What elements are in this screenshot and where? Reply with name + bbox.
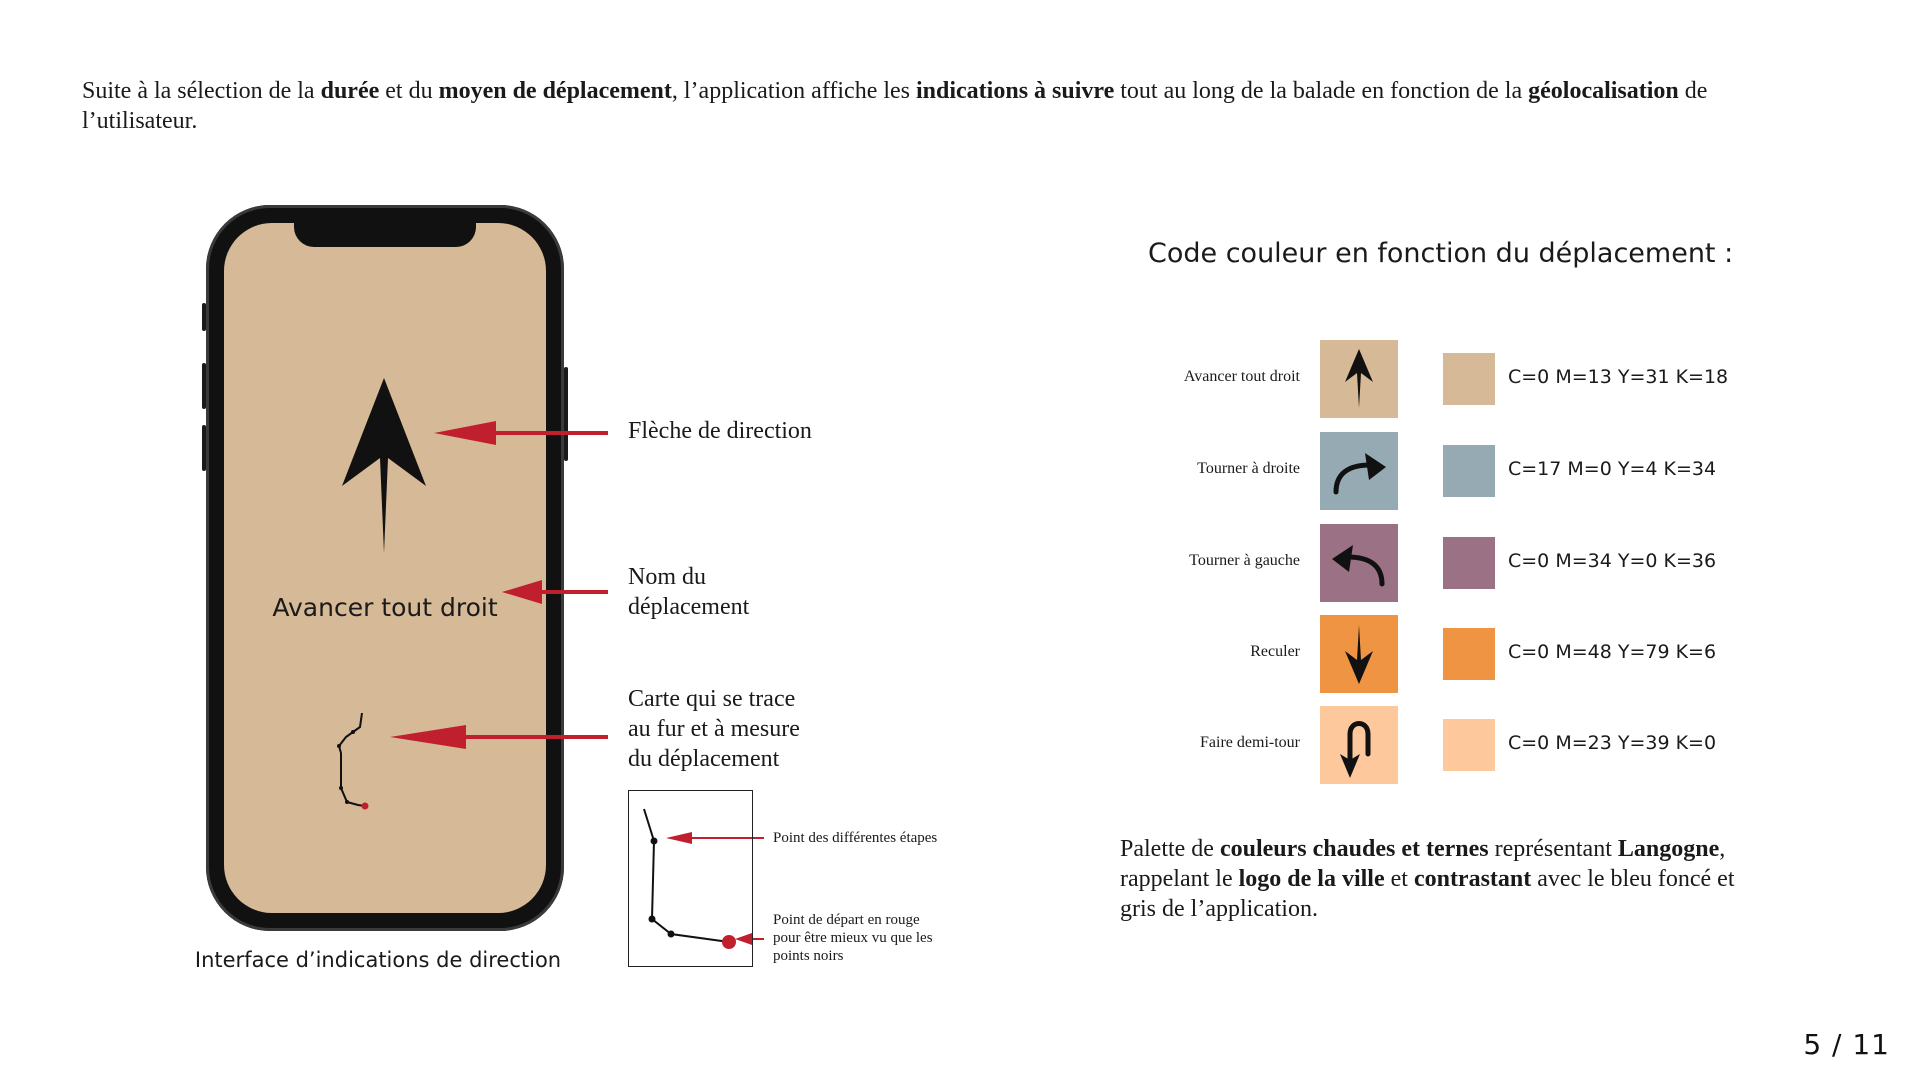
phone-mockup: Avancer tout droit [202,205,568,931]
arrow-down-icon [1345,625,1373,684]
mini-map-trace [643,808,736,949]
mini-map-detail [628,790,753,967]
callout-arrow-name [502,580,608,604]
page-number: 5 / 11 [1803,1028,1890,1061]
legend-icon-tile [1320,524,1398,602]
legend-row-forward: Avancer tout droit C=0 M=13 Y=31 K=18 [1100,340,1750,418]
route-step-point [339,786,343,790]
legend-cmyk-value: C=0 M=34 Y=0 K=36 [1508,550,1717,572]
legend-row-turn-left: Tourner à gauche C=0 M=34 Y=0 K=36 [1100,524,1750,602]
legend-color-swatch [1443,537,1495,589]
legend-movement-name: Tourner à droite [1197,460,1300,477]
phone-side-button [202,303,206,331]
phone-screen: Avancer tout droit [224,223,546,913]
phone-caption: Interface d’indications de direction [194,948,562,972]
legend-cmyk-value: C=17 M=0 Y=4 K=34 [1508,458,1717,480]
arrow-turn-right-icon [1333,453,1386,495]
mini-map-step-point [667,930,675,938]
route-map-trace [337,713,369,810]
legend-title: Code couleur en fonction du déplacement … [1148,238,1734,269]
route-start-point [361,802,369,810]
route-step-point [345,800,349,804]
legend-icon-tile [1320,340,1398,418]
mini-map-note-steps: Point des différentes étapes [773,830,938,846]
mini-map-step-point [650,837,658,845]
callout-label-movement-name: Nom du déplacement [628,564,750,620]
legend-cmyk-value: C=0 M=48 Y=79 K=6 [1508,641,1717,663]
legend-row-u-turn: Faire demi-tour C=0 M=23 Y=39 K=0 [1100,706,1750,784]
arrow-up-icon [342,378,426,553]
arrow-up-icon [1345,349,1373,408]
legend-row-turn-right: Tourner à droite C=17 M=0 Y=4 K=34 [1100,432,1750,510]
palette-description: Palette de couleurs chaudes et ternes re… [1120,836,1735,922]
arrow-turn-left-icon [1332,545,1385,587]
phone-power-button [564,367,568,461]
legend-color-swatch [1443,353,1495,405]
phone-volume-up-button [202,363,206,409]
intro-paragraph: Suite à la sélection de la durée et du m… [82,78,1708,134]
route-step-point [337,744,341,748]
legend-movement-name: Reculer [1250,643,1300,660]
legend-movement-name: Avancer tout droit [1183,368,1300,385]
legend-cmyk-value: C=0 M=23 Y=39 K=0 [1508,732,1717,754]
phone-notch [294,223,476,247]
legend-color-swatch [1443,445,1495,497]
mini-map-arrow-steps [666,832,764,844]
legend-color-swatch [1443,719,1495,771]
callout-label-map: Carte qui se trace au fur et à mesure du… [628,686,800,772]
legend-icon-tile [1320,615,1398,693]
legend-icon-tile [1320,706,1398,784]
mini-map-note-start: Point de départ en rouge pour être mieux… [773,912,933,964]
mini-map-step-point [648,915,656,923]
callout-arrow-direction [434,421,608,445]
legend-row-reverse: Reculer C=0 M=48 Y=79 K=6 [1100,615,1750,693]
legend-color-swatch [1443,628,1495,680]
legend-movement-name: Faire demi-tour [1200,734,1300,751]
legend-movement-name: Tourner à gauche [1189,552,1300,569]
legend-icon-tile [1320,432,1398,510]
mini-map-start-point [722,935,736,949]
phone-volume-down-button [202,425,206,471]
legend-cmyk-value: C=0 M=13 Y=31 K=18 [1508,366,1729,388]
route-step-point [351,730,355,734]
u-turn-icon [1340,721,1371,778]
movement-name-label: Avancer tout droit [272,593,498,622]
callout-label-direction-arrow: Flèche de direction [628,418,812,444]
callout-arrow-map [390,725,608,749]
